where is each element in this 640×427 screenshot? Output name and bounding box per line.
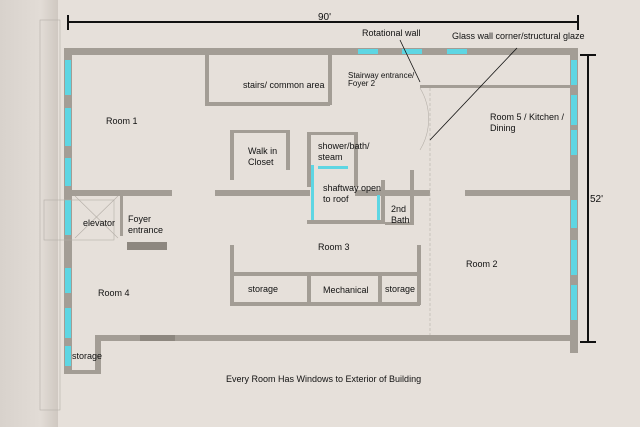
drafting-lines bbox=[39, 19, 431, 411]
width-dimension-label: 90' bbox=[318, 12, 332, 23]
room-label-storage-2: storage bbox=[385, 284, 416, 294]
room-label-storage-1: storage bbox=[248, 284, 279, 294]
width-dimension-line bbox=[67, 15, 579, 30]
room-label-room3: Room 3 bbox=[318, 242, 350, 252]
walls bbox=[64, 48, 578, 374]
room-label-stairs: stairs/ common area bbox=[243, 80, 325, 90]
stairway-entrance-annotation: Stairway entrance/ Foyer 2 bbox=[348, 71, 415, 88]
room-label-room4: Room 4 bbox=[98, 288, 130, 298]
room-label-room5-kitchen: Room 5 / Kitchen / Dining bbox=[490, 112, 565, 133]
room-label-foyer: Foyer entrance bbox=[128, 214, 164, 235]
room-label-room1: Room 1 bbox=[106, 116, 138, 126]
room-label-elevator: elevator bbox=[83, 218, 116, 228]
height-dimension-line bbox=[580, 54, 596, 343]
windows bbox=[65, 49, 577, 366]
glass-wall-annotation: Glass wall corner/structural glaze bbox=[452, 31, 585, 41]
binder-page-edge bbox=[0, 0, 58, 427]
annotation-arrows bbox=[399, 39, 518, 141]
rotational-wall-annotation: Rotational wall bbox=[362, 28, 421, 38]
room-label-mechanical: Mechanical bbox=[323, 285, 369, 295]
height-dimension-label: 52' bbox=[590, 192, 604, 207]
room-label-walk-in-closet: Walk in Closet bbox=[248, 146, 278, 167]
room-label-shaftway: shaftway open to roof bbox=[323, 183, 382, 204]
room-label-storage-3: storage bbox=[72, 351, 103, 361]
caption: Every Room Has Windows to Exterior of Bu… bbox=[226, 374, 422, 384]
room-label-shower: shower/bath/ steam bbox=[318, 141, 370, 162]
room-label-2nd-bath: 2nd Bath bbox=[391, 204, 410, 225]
room-label-room2: Room 2 bbox=[466, 259, 498, 269]
